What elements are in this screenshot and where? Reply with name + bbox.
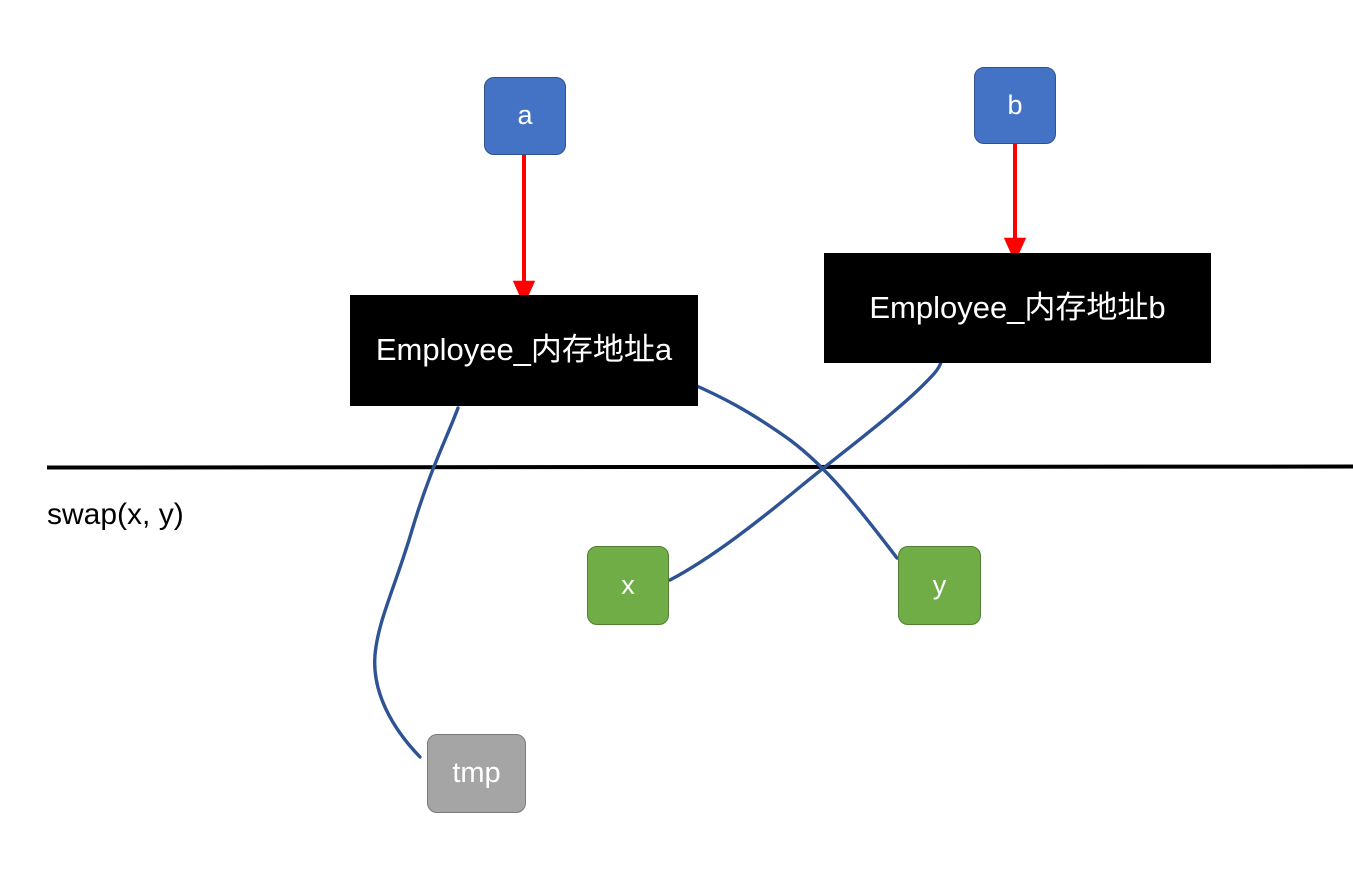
node-heap-object-b[interactable]: Employee_内存地址b [824, 253, 1211, 363]
node-local-tmp-label: tmp [452, 756, 501, 789]
boundary-line [46, 464, 1353, 470]
node-variable-b-label: b [1007, 89, 1023, 120]
link-heap-a-to-y [688, 381, 899, 560]
node-heap-object-a[interactable]: Employee_内存地址a [350, 295, 698, 406]
node-heap-object-b-label: Employee_内存地址b [869, 289, 1166, 325]
node-parameter-x-label: x [621, 569, 635, 600]
link-x-to-heap-b [668, 360, 943, 582]
boundary-label-swap: swap(x, y) [47, 498, 184, 531]
link-heap-a-to-tmp [373, 406, 460, 759]
node-variable-b[interactable]: b [974, 67, 1056, 144]
node-variable-a[interactable]: a [484, 77, 566, 155]
node-local-tmp[interactable]: tmp [427, 734, 526, 813]
node-parameter-y-label: y [932, 569, 947, 600]
node-parameter-y[interactable]: y [898, 546, 981, 625]
node-variable-a-label: a [517, 100, 533, 131]
node-parameter-x[interactable]: x [587, 546, 669, 625]
node-heap-object-a-label: Employee_内存地址a [375, 332, 673, 368]
